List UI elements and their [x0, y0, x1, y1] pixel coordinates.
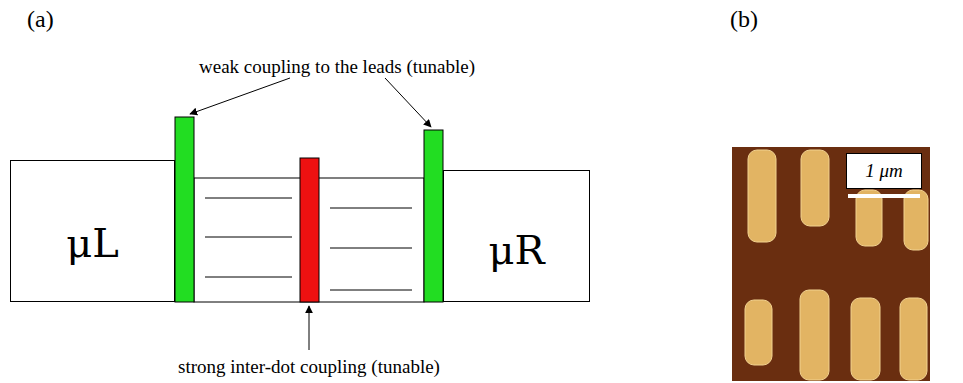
lead-box: μR — [443, 170, 590, 302]
left-barrier — [175, 117, 194, 302]
panel-label: (a) — [27, 6, 54, 33]
annotation: weak coupling to the leads (tunable) — [199, 56, 475, 78]
scale-bar — [848, 194, 920, 198]
pointer-arrows — [190, 78, 431, 350]
scale-inset: 1 μm — [846, 153, 922, 189]
panel-label: (b) — [730, 6, 758, 33]
annotation: strong inter-dot coupling (tunable) — [178, 356, 440, 378]
lead-box: μL — [10, 160, 175, 302]
node-text: μL — [66, 220, 119, 266]
interdot-barrier — [300, 158, 319, 302]
afm-image — [732, 147, 930, 381]
node-text: μR — [488, 227, 544, 273]
node-text: 1 μm — [865, 160, 903, 182]
right-barrier — [424, 130, 443, 302]
